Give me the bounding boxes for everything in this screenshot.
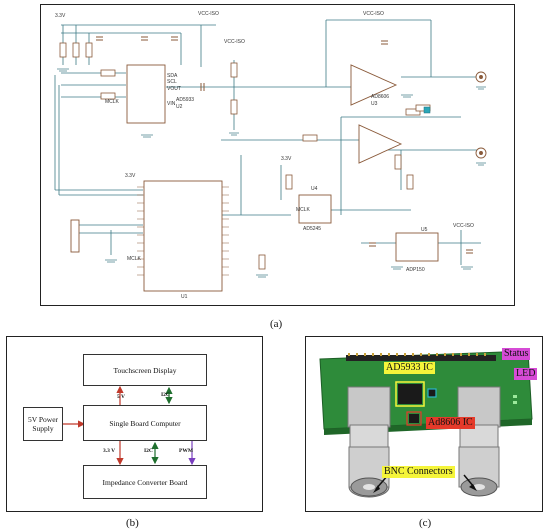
led-label: LED <box>514 368 538 380</box>
vin-label: VIN <box>167 101 176 107</box>
impedance-converter-block: Impedance Converter Board <box>83 465 207 499</box>
edge-label-i2c-bottom: I2C <box>144 448 153 454</box>
power-supply-block: 5V Power Supply <box>23 407 63 441</box>
u5-ref: U5 <box>421 227 428 233</box>
vcc-iso-label-4: VCC-ISO <box>453 223 474 229</box>
u5-name: ADP150 <box>406 267 425 273</box>
u3-name: AD8606 <box>371 94 389 100</box>
mclk-label-3: MCLK <box>296 207 311 213</box>
caption-b: (b) <box>126 517 139 529</box>
edge-label-pwm: PWM <box>179 448 194 454</box>
u1-ref: U1 <box>181 294 188 300</box>
single-board-computer-block: Single Board Computer <box>83 405 207 441</box>
vcc-iso-label-3: VCC-ISO <box>363 11 384 17</box>
v33-label-2: 3.3V <box>125 173 136 179</box>
schematic-panel: AD5933 U2 U1 AD8606 U3 AD5245 U4 ADP150 … <box>40 4 515 306</box>
u2-name: AD5933 <box>176 97 194 103</box>
u4-ref: U4 <box>311 186 318 192</box>
bnc-label: BNC Connectors <box>382 466 455 478</box>
touchscreen-display-block: Touchscreen Display <box>83 354 207 386</box>
vcc-iso-label: VCC-ISO <box>198 11 219 17</box>
schematic-drawing: AD5933 U2 U1 AD8606 U3 AD5245 U4 ADP150 … <box>54 11 487 300</box>
v33-label-3: 3.3V <box>281 156 292 162</box>
u3-ref: U3 <box>371 101 378 107</box>
edge-label-5v: 5 V <box>117 394 125 400</box>
edge-label-3v3: 3.3 V <box>103 448 116 454</box>
u2-ref: U2 <box>176 104 183 110</box>
status-label: Status <box>502 348 531 360</box>
edge-label-i2c-top: I2C <box>161 392 170 398</box>
sda-label: SDA <box>167 73 178 79</box>
block-diagram-arrows <box>63 385 196 466</box>
caption-c: (c) <box>419 517 432 529</box>
scl-label: SCL <box>167 79 177 85</box>
block-diagram-panel: Touchscreen Display Single Board Compute… <box>6 336 263 512</box>
board-render <box>319 350 533 498</box>
ad5933-label: AD5933 IC <box>384 362 435 374</box>
mclk-label-2: MCLK <box>127 256 142 262</box>
mclk-label: MCLK <box>105 99 120 105</box>
v33-label: 3.3V <box>55 13 66 19</box>
caption-a: (a) <box>270 318 283 330</box>
bnc-connector-right <box>457 386 501 497</box>
vout-label: VOUT <box>167 86 181 92</box>
board-render-panel: Status LED AD5933 IC Ad8606 IC BNC Conne… <box>305 336 543 512</box>
vcc-iso-label-2: VCC-ISO <box>224 39 245 45</box>
ad8606-label: Ad8606 IC <box>426 417 475 429</box>
u4-name: AD5245 <box>303 226 321 232</box>
bnc-connector-left <box>347 386 391 498</box>
